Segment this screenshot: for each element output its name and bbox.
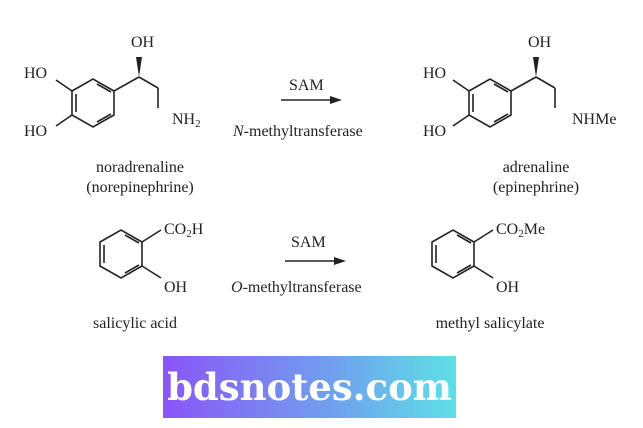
methyl-salicylate-name: methyl salicylate bbox=[435, 315, 545, 332]
noradrenaline-name: noradrenaline (norepinephrine) bbox=[86, 159, 194, 196]
noradrenaline-oh-label: OH bbox=[131, 34, 155, 51]
adrenaline-oh-label: OH bbox=[528, 34, 552, 51]
adrenaline-amine-label: NHMe bbox=[572, 111, 617, 128]
methyl-salicylate-oh-label: OH bbox=[496, 279, 520, 296]
arrowhead-icon bbox=[334, 257, 346, 265]
arrow1-reagent: SAM bbox=[289, 77, 324, 94]
watermark-banner: bdsnotes.com bbox=[163, 356, 456, 418]
arrow2-enzyme: O-methyltransferase bbox=[231, 279, 362, 296]
methyl-salicylate-benzene-ring bbox=[431, 229, 494, 279]
noradrenaline-amine-label: NH2 bbox=[172, 111, 201, 130]
salicylic-acid-name: salicylic acid bbox=[93, 315, 177, 332]
noradrenaline-ho1-label: HO bbox=[24, 65, 48, 82]
arrow2-reagent: SAM bbox=[291, 234, 326, 251]
noradrenaline-benzene-ring bbox=[55, 76, 159, 128]
adrenaline-ho2-label: HO bbox=[423, 123, 447, 140]
adrenaline-name: adrenaline (epinephrine) bbox=[492, 159, 580, 196]
arrow1-enzyme: N-methyltransferase bbox=[233, 123, 363, 140]
wedge-bond-icon bbox=[136, 57, 142, 77]
adrenaline-benzene-ring bbox=[452, 76, 556, 128]
adrenaline-ho1-label: HO bbox=[423, 65, 447, 82]
wedge-bond-icon bbox=[533, 57, 539, 77]
methyl-salicylate-ester-label: CO2Me bbox=[496, 221, 546, 240]
arrowhead-icon bbox=[330, 96, 342, 104]
watermark-text: bdsnotes.com bbox=[167, 365, 452, 409]
salicylic-acid-carboxyl-label: CO2H bbox=[164, 221, 204, 240]
salicylic-acid-oh-label: OH bbox=[164, 279, 188, 296]
noradrenaline-ho2-label: HO bbox=[24, 123, 48, 140]
salicylic-acid-benzene-ring bbox=[99, 229, 162, 279]
